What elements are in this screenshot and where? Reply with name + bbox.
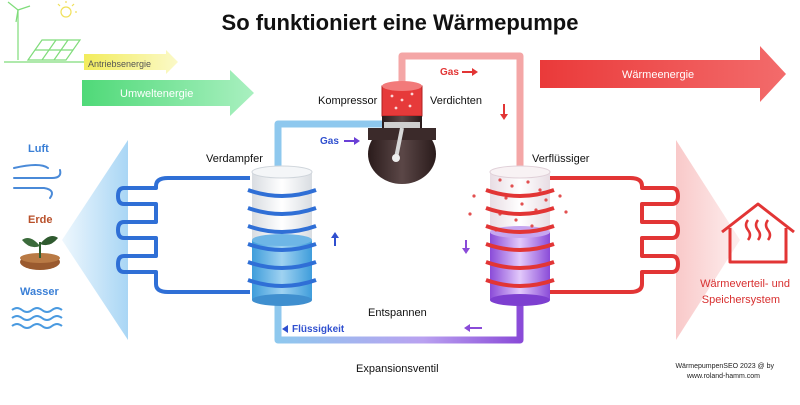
suction-pipe bbox=[274, 120, 382, 172]
fluessigkeit-label: Flüssigkeit bbox=[292, 324, 345, 335]
gas-top-arrow bbox=[462, 68, 478, 76]
fluessigkeit-arrow bbox=[282, 325, 288, 333]
luft-label: Luft bbox=[28, 143, 49, 155]
plant-icon bbox=[20, 236, 60, 270]
credits-line2: www.roland-hamm.com bbox=[686, 373, 760, 380]
downward-arrow-red bbox=[500, 104, 508, 120]
heating-cone bbox=[676, 140, 740, 340]
umweltenergie-arrow bbox=[82, 70, 254, 116]
wasser-label: Wasser bbox=[20, 286, 59, 298]
kompressor-label: Kompressor bbox=[318, 95, 378, 107]
environment-cone bbox=[62, 140, 128, 340]
antriebsenergie-arrow bbox=[84, 50, 178, 74]
evaporator bbox=[247, 165, 317, 306]
upward-arrow-blue bbox=[331, 232, 339, 246]
liquid-flow-arrow bbox=[464, 324, 482, 332]
entspannen-label: Entspannen bbox=[368, 307, 427, 319]
verdampfer-label: Verdampfer bbox=[206, 153, 263, 165]
evaporator-serpentine bbox=[116, 176, 250, 294]
liquid-pipe bbox=[274, 300, 524, 344]
waermeenergie-arrow bbox=[540, 46, 786, 102]
credits-line1: WärmepumpenSEO 2023 @ by bbox=[675, 363, 774, 370]
verdichten-label: Verdichten bbox=[430, 95, 482, 107]
condenser-serpentine bbox=[548, 176, 680, 294]
umweltenergie-label: Umweltenergie bbox=[120, 88, 193, 100]
erde-label: Erde bbox=[28, 214, 52, 226]
condenser bbox=[468, 165, 568, 306]
waermeenergie-label: Wärmeenergie bbox=[622, 69, 694, 81]
expansionsventil-label: Expansionsventil bbox=[356, 363, 439, 375]
solar-wind-icon bbox=[4, 1, 84, 63]
waermeverteil-label-line2: Speichersystem bbox=[702, 294, 780, 306]
waermeverteil-label-line1: Wärmeverteil- und bbox=[700, 278, 790, 290]
discharge-pipe bbox=[398, 52, 524, 170]
antriebsenergie-label: Antriebsenergie bbox=[88, 59, 151, 69]
compressor-icon bbox=[368, 81, 436, 184]
verfluessiger-label: Verflüssiger bbox=[532, 153, 590, 165]
water-icon bbox=[11, 307, 63, 329]
gas-left-arrow bbox=[344, 137, 360, 145]
gas-top-label: Gas bbox=[440, 67, 459, 78]
page-title: So funktioniert eine Wärmepumpe bbox=[222, 10, 579, 35]
house-heating-icon bbox=[721, 202, 795, 264]
gas-left-label: Gas bbox=[320, 136, 339, 147]
downward-arrow-purple bbox=[462, 240, 470, 254]
wind-icon bbox=[13, 164, 62, 199]
